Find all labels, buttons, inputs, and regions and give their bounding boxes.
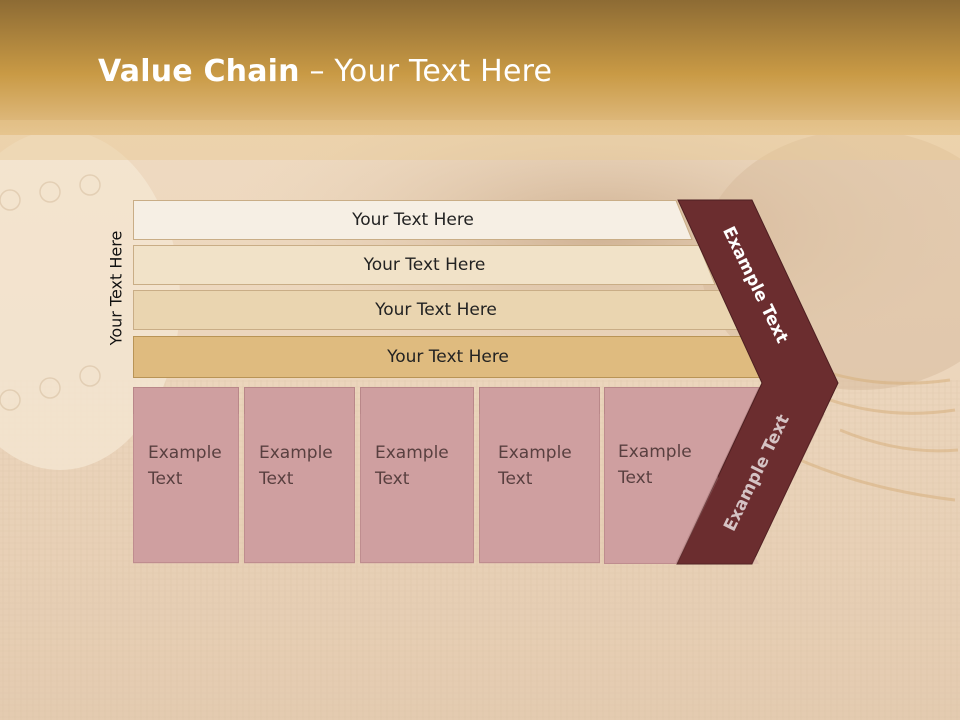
card-5-line1: Example xyxy=(618,442,692,462)
bar-1: Your Text Here xyxy=(133,200,693,240)
card-5-line2: Text xyxy=(618,468,653,488)
card-2-line1: Example xyxy=(259,443,333,463)
bar-3: Your Text Here xyxy=(133,290,739,330)
card-4-line1: Example xyxy=(498,443,572,463)
bar-2-label: Your Text Here xyxy=(363,255,486,275)
bar-3-label: Your Text Here xyxy=(375,300,497,320)
card-4: Example Text xyxy=(479,387,600,563)
bar-1-label: Your Text Here xyxy=(352,210,474,230)
card-3: Example Text xyxy=(360,387,474,563)
card-3-line1: Example xyxy=(375,443,449,463)
card-1: Example Text xyxy=(133,387,239,563)
title-rest: – Your Text Here xyxy=(299,54,553,89)
card-2-line2: Text xyxy=(259,469,294,489)
card-5: Example Text xyxy=(604,387,704,563)
bar-2: Your Text Here xyxy=(133,245,716,285)
card-1-line2: Text xyxy=(148,469,183,489)
slide-title: Value Chain – Your Text Here xyxy=(98,54,552,89)
bar-4-label: Your Text Here xyxy=(387,347,509,367)
bar-1-shape xyxy=(133,200,693,240)
title-bold: Value Chain xyxy=(98,54,300,89)
card-2: Example Text xyxy=(244,387,355,563)
bar-2-shape xyxy=(133,245,716,285)
card-3-line2: Text xyxy=(375,469,410,489)
card-5-shape xyxy=(604,387,760,564)
card-4-line2: Text xyxy=(498,469,533,489)
card-1-line1: Example xyxy=(148,443,222,463)
